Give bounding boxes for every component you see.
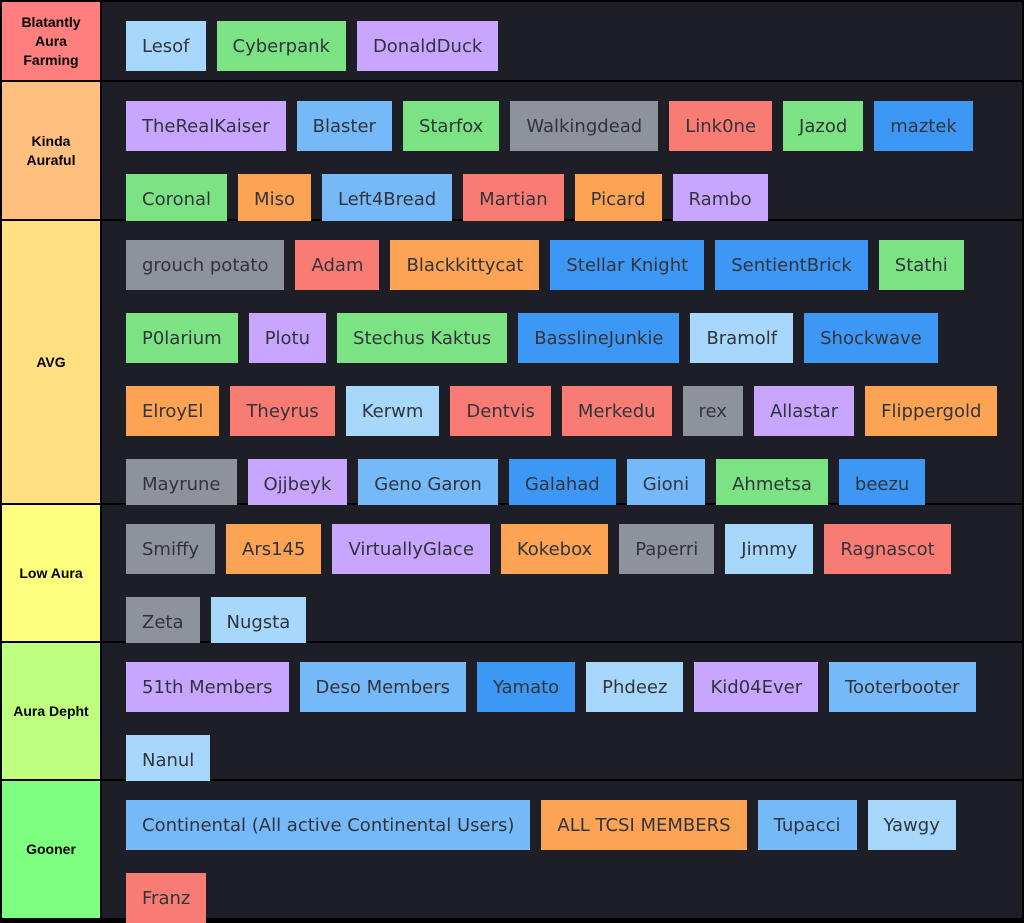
tier-item[interactable]: Yamato [476, 662, 576, 712]
tier-item[interactable]: Kid04Ever [694, 662, 819, 712]
tier-item[interactable]: grouch potato [126, 240, 285, 290]
tier-item[interactable]: Miso [238, 174, 311, 224]
tier-item[interactable]: DonaldDuck [356, 21, 499, 71]
tier-item[interactable]: Starfox [402, 101, 500, 151]
tier-row: Gooner Continental (All active Continent… [0, 781, 1024, 923]
tier-item[interactable]: Yawgy [867, 800, 956, 850]
tier-label[interactable]: Low Aura [2, 505, 100, 641]
tier-item[interactable]: Lesof [126, 21, 206, 71]
tier-item[interactable]: maztek [874, 101, 973, 151]
tier-item[interactable]: Geno Garon [358, 459, 498, 509]
tier-item[interactable]: Blaster [296, 101, 392, 151]
tier-item[interactable]: Picard [574, 174, 662, 224]
tier-item[interactable]: Mayrune [126, 459, 237, 509]
tier-item[interactable]: Bramolf [690, 313, 794, 363]
tier-item[interactable]: Tooterbooter [829, 662, 976, 712]
tier-item[interactable]: Franz [126, 873, 207, 923]
tier-item[interactable]: Ojjbeyk [247, 459, 348, 509]
tier-item[interactable]: Ahmetsa [716, 459, 828, 509]
tier-item[interactable]: Flippergold [865, 386, 998, 436]
tier-item[interactable]: Kokebox [500, 524, 609, 574]
tier-item[interactable]: Allastar [753, 386, 855, 436]
tier-item[interactable]: Ars145 [226, 524, 322, 574]
tier-item[interactable]: Stathi [878, 240, 964, 290]
tier-item[interactable]: Nugsta [210, 597, 307, 647]
tier-item[interactable]: Merkedu [561, 386, 672, 436]
tier-label[interactable]: AVG [2, 221, 100, 503]
tier-item[interactable]: Gioni [626, 459, 706, 509]
tier-item[interactable]: Kerwm [345, 386, 440, 436]
tier-label[interactable]: Kinda Auraful [2, 82, 100, 219]
tier-item[interactable]: TheRealKaiser [126, 101, 286, 151]
tier-item[interactable]: Theyrus [230, 386, 335, 436]
tier-item[interactable]: Rambo [672, 174, 768, 224]
tier-item[interactable]: Phdeez [586, 662, 684, 712]
tier-item[interactable]: VirtuallyGlace [332, 524, 490, 574]
tier-item[interactable]: beezu [838, 459, 926, 509]
tier-item[interactable]: Ragnascot [824, 524, 951, 574]
tier-item[interactable]: Shockwave [804, 313, 938, 363]
tier-item[interactable]: Smiffy [126, 524, 216, 574]
tier-item[interactable]: Dentvis [450, 386, 551, 436]
tier-items[interactable]: Continental (All active Continental User… [102, 781, 1022, 923]
tier-item[interactable]: Adam [295, 240, 380, 290]
tier-item[interactable]: P0larium [126, 313, 238, 363]
tier-label[interactable]: Gooner [2, 781, 100, 918]
tier-item[interactable]: SentientBrick [715, 240, 868, 290]
tier-item[interactable]: Walkingdead [510, 101, 659, 151]
tier-item[interactable]: Martian [463, 174, 564, 224]
tier-label[interactable]: Blatantly Aura Farming [2, 2, 100, 80]
tier-item[interactable]: Jimmy [725, 524, 814, 574]
tier-item[interactable]: Jazod [783, 101, 864, 151]
tier-item[interactable]: BasslineJunkie [518, 313, 680, 363]
tier-item[interactable]: Tupacci [757, 800, 857, 850]
tier-item[interactable]: 51th Members [126, 662, 289, 712]
tier-item[interactable]: Nanul [126, 735, 211, 785]
tier-item[interactable]: Stechus Kaktus [337, 313, 508, 363]
tier-item[interactable]: Blackkittycat [390, 240, 540, 290]
tier-item[interactable]: Coronal [126, 174, 228, 224]
tier-item[interactable]: Zeta [126, 597, 200, 647]
tier-item[interactable]: Continental (All active Continental User… [126, 800, 531, 850]
tier-item[interactable]: ALL TCSI MEMBERS [541, 800, 747, 850]
tier-item[interactable]: Deso Members [299, 662, 466, 712]
tier-item[interactable]: rex [682, 386, 743, 436]
tier-item[interactable]: Cyberpank [216, 21, 346, 71]
tier-item[interactable]: Paperri [619, 524, 715, 574]
tier-item[interactable]: ElroyEl [126, 386, 220, 436]
tier-item[interactable]: Stellar Knight [550, 240, 705, 290]
tier-item[interactable]: Link0ne [669, 101, 773, 151]
tier-item[interactable]: Galahad [508, 459, 616, 509]
tier-label[interactable]: Aura Depht [2, 643, 100, 779]
tier-item[interactable]: Left4Bread [321, 174, 453, 224]
tier-item[interactable]: Plotu [248, 313, 327, 363]
